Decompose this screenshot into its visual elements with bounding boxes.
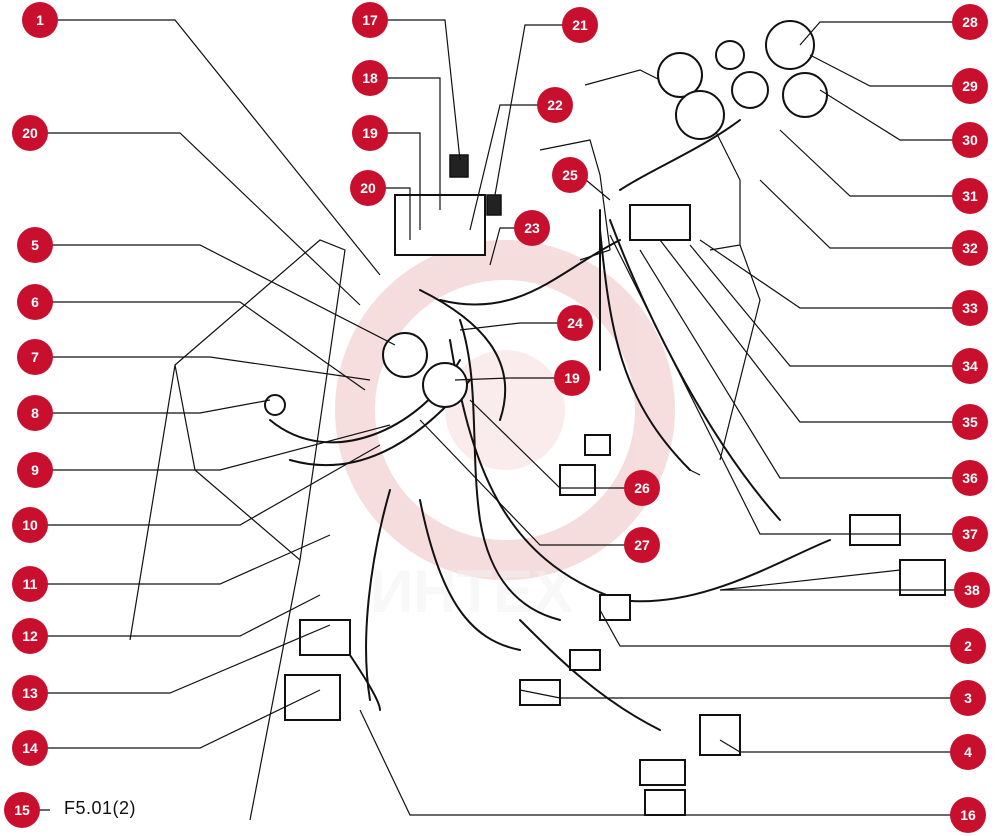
callout-label: 9 bbox=[31, 462, 39, 478]
callout-30: 30 bbox=[952, 122, 988, 158]
callout-20-mid: 20 bbox=[350, 170, 386, 206]
callout-12: 12 bbox=[12, 618, 48, 654]
figure-code: F5.01(2) bbox=[64, 798, 137, 818]
callout-label: 11 bbox=[23, 576, 38, 592]
callout-35: 35 bbox=[952, 404, 988, 440]
callout-9: 9 bbox=[17, 452, 53, 488]
callout-label: 23 bbox=[524, 220, 540, 236]
callout-5: 5 bbox=[17, 227, 53, 263]
callout-label: 29 bbox=[962, 78, 978, 94]
callout-18: 18 bbox=[352, 60, 388, 96]
callout-37: 37 bbox=[952, 516, 988, 552]
callout-1: 1 bbox=[22, 2, 58, 38]
callout-label: 5 bbox=[31, 237, 39, 253]
callout-label: 20 bbox=[22, 125, 38, 141]
callout-label: 17 bbox=[362, 12, 378, 28]
callout-6: 6 bbox=[17, 284, 53, 320]
callout-label: 20 bbox=[360, 180, 376, 196]
callout-label: 35 bbox=[962, 414, 978, 430]
watermark-text: ИНТЕХ bbox=[370, 558, 573, 625]
callout-label: 6 bbox=[31, 294, 39, 310]
callout-label: 1 bbox=[36, 12, 44, 28]
callout-label: 3 bbox=[964, 690, 972, 706]
callout-label: 2 bbox=[964, 638, 972, 654]
callout-11: 11 bbox=[12, 566, 48, 602]
callout-2: 2 bbox=[950, 628, 986, 664]
callout-4: 4 bbox=[950, 734, 986, 770]
callout-19-mid: 19 bbox=[554, 360, 590, 396]
callout-label: 18 bbox=[362, 70, 378, 86]
callout-label: 36 bbox=[962, 470, 978, 486]
callout-29: 29 bbox=[952, 68, 988, 104]
callout-label: 22 bbox=[547, 97, 563, 113]
callout-label: 14 bbox=[22, 740, 38, 756]
callout-label: 27 bbox=[634, 537, 650, 553]
callout-label: 19 bbox=[564, 370, 580, 386]
callout-38: 38 bbox=[954, 572, 990, 608]
callout-label: 28 bbox=[962, 14, 978, 30]
callout-36: 36 bbox=[952, 460, 988, 496]
callout-label: 16 bbox=[960, 807, 976, 823]
callout-21: 21 bbox=[562, 7, 598, 43]
callout-label: 7 bbox=[31, 349, 39, 365]
callout-label: 19 bbox=[362, 125, 378, 141]
relay-box bbox=[394, 154, 502, 256]
callout-label: 38 bbox=[964, 582, 980, 598]
callout-10: 10 bbox=[12, 507, 48, 543]
callout-label: 21 bbox=[572, 17, 588, 33]
callout-33: 33 bbox=[952, 290, 988, 326]
callout-label: 31 bbox=[962, 188, 978, 204]
leader-lines bbox=[30, 19, 955, 816]
callout-label: 24 bbox=[567, 315, 583, 331]
callout-label: 34 bbox=[962, 358, 978, 374]
callout-19-top: 19 bbox=[352, 115, 388, 151]
callout-label: 32 bbox=[962, 240, 978, 256]
callout-8: 8 bbox=[17, 395, 53, 431]
callout-31: 31 bbox=[952, 178, 988, 214]
callout-label: 26 bbox=[634, 480, 650, 496]
callout-25: 25 bbox=[552, 157, 588, 193]
callout-label: 8 bbox=[31, 405, 39, 421]
gauge-cluster bbox=[629, 20, 828, 241]
callout-label: 30 bbox=[962, 132, 978, 148]
callout-7: 7 bbox=[17, 339, 53, 375]
callout-label: 33 bbox=[962, 300, 978, 316]
callout-24: 24 bbox=[557, 305, 593, 341]
callout-label: 25 bbox=[562, 167, 578, 183]
callout-label: 12 bbox=[22, 628, 38, 644]
callout-20-left: 20 bbox=[12, 115, 48, 151]
callout-22: 22 bbox=[537, 87, 573, 123]
callout-16: 16 bbox=[950, 797, 986, 833]
callout-34: 34 bbox=[952, 348, 988, 384]
callout-label: 4 bbox=[964, 744, 972, 760]
callout-13: 13 bbox=[12, 675, 48, 711]
callout-label: 13 bbox=[22, 685, 38, 701]
callout-15: 15 bbox=[4, 792, 40, 828]
callout-label: 15 bbox=[14, 802, 30, 818]
callout-17: 17 bbox=[352, 2, 388, 38]
callout-27: 27 bbox=[624, 527, 660, 563]
callout-3: 3 bbox=[950, 680, 986, 716]
callout-14: 14 bbox=[12, 730, 48, 766]
callout-26: 26 bbox=[624, 470, 660, 506]
callout-label: 10 bbox=[22, 517, 38, 533]
callout-23: 23 bbox=[514, 210, 550, 246]
callout-32: 32 bbox=[952, 230, 988, 266]
callout-label: 37 bbox=[962, 526, 978, 542]
callout-28: 28 bbox=[952, 4, 988, 40]
connectors bbox=[284, 434, 946, 816]
